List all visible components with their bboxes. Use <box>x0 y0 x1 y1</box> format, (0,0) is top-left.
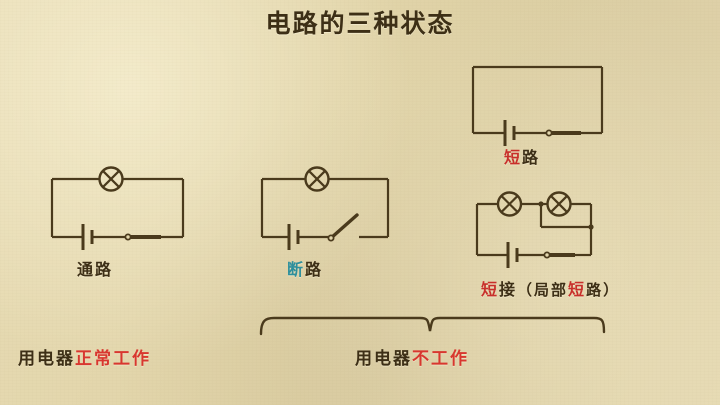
caption-text-highlight: 短 <box>568 280 587 299</box>
battery-icon <box>506 240 519 270</box>
caption-text: 路 <box>305 260 324 279</box>
caption-text: 路） <box>586 281 621 299</box>
caption-text: （局部 <box>517 281 569 299</box>
caption-partial-short-circuit: 短接（局部短路） <box>481 276 620 300</box>
circuit-closed <box>50 166 185 252</box>
conclusion-left-result: 正常工作 <box>75 349 151 369</box>
caption-short-circuit: 短路 <box>504 144 540 168</box>
caption-closed-circuit: 通路 <box>77 256 113 280</box>
lamp-icon <box>304 166 330 192</box>
circuit-short <box>471 65 604 148</box>
conclusion-right: 用电器不工作 <box>355 344 469 369</box>
caption-text-highlight: 断 <box>287 260 306 279</box>
caption-text-highlight: 短 <box>504 148 523 167</box>
caption-text: 接 <box>499 280 518 299</box>
lamp-icon <box>546 191 572 217</box>
battery-icon <box>287 222 300 252</box>
caption-open-circuit: 断路 <box>287 256 323 280</box>
circuit-partial-short <box>475 191 594 270</box>
conclusion-left-subject: 用电器 <box>18 349 75 369</box>
conclusion-right-result: 不工作 <box>412 349 469 369</box>
caption-text: 路 <box>522 148 541 167</box>
battery-icon <box>81 222 94 252</box>
conclusion-left: 用电器正常工作 <box>18 344 151 369</box>
conclusion-right-subject: 用电器 <box>355 349 412 369</box>
battery-icon <box>503 118 516 148</box>
lamp-icon <box>98 166 124 192</box>
circuit-open <box>260 166 390 252</box>
lamp-icon <box>496 191 523 217</box>
page-title: 电路的三种状态 <box>265 9 455 38</box>
caption-text: 通路 <box>77 260 114 279</box>
caption-text-highlight: 短 <box>481 280 500 299</box>
grouping-brace <box>259 316 606 336</box>
